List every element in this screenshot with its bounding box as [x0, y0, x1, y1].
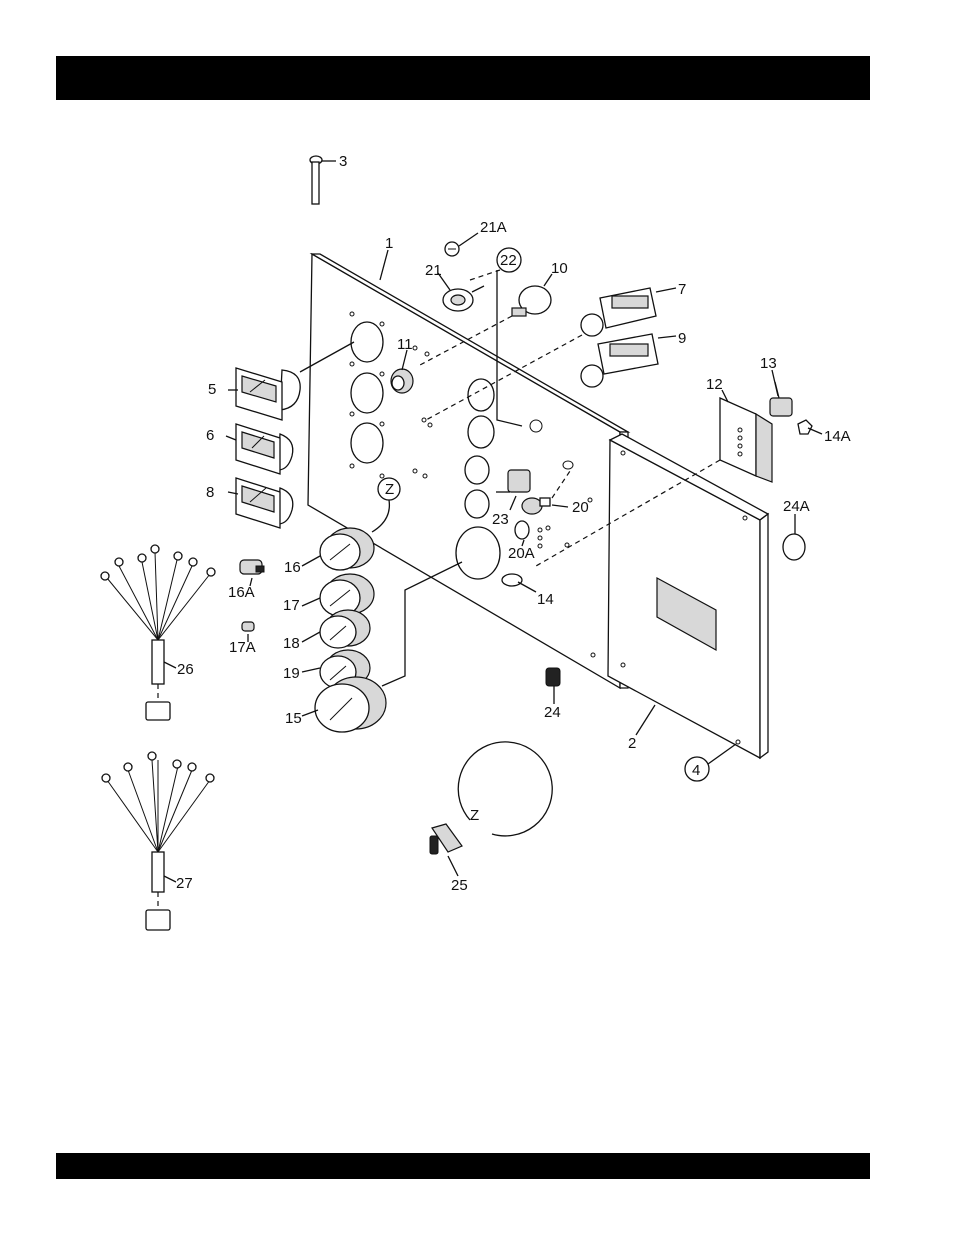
callout-14a: 14A — [824, 428, 851, 445]
callout-24: 24 — [544, 704, 561, 721]
sender-17a — [242, 622, 254, 631]
callout-21a: 21A — [480, 219, 507, 236]
callout-6: 6 — [206, 427, 214, 444]
callout-19: 19 — [283, 665, 300, 682]
callout-5: 5 — [208, 381, 216, 398]
callout-2: 2 — [628, 735, 636, 752]
callout-21: 21 — [425, 262, 442, 279]
nut-14a — [798, 420, 822, 434]
callout-7: 7 — [678, 281, 686, 298]
spring-24 — [546, 668, 560, 686]
callout-16: 16 — [284, 559, 301, 576]
gauge-18 — [320, 610, 370, 648]
callout-4: 4 — [692, 762, 700, 779]
callout-13: 13 — [760, 355, 777, 372]
callout-15: 15 — [285, 710, 302, 727]
o-ring-24a — [783, 534, 805, 560]
wire-harness-26 — [101, 545, 215, 720]
sender-16a — [240, 560, 264, 574]
callout-22: 22 — [500, 252, 517, 269]
wire-harness-27 — [102, 752, 214, 930]
callout-z-detail: Z — [470, 807, 479, 824]
detail-z — [430, 742, 552, 876]
callout-12: 12 — [706, 376, 723, 393]
footer-bar — [56, 1153, 870, 1179]
callout-24a: 24A — [783, 498, 810, 515]
gauge-16 — [320, 528, 374, 570]
callout-z: Z — [385, 481, 394, 498]
toggle-switch-13 — [770, 382, 792, 416]
callout-10: 10 — [551, 260, 568, 277]
callout-1: 1 — [385, 235, 393, 252]
callout-27: 27 — [176, 875, 193, 892]
callout-17: 17 — [283, 597, 300, 614]
callout-14: 14 — [537, 591, 554, 608]
meter-8 — [236, 478, 293, 528]
callout-3: 3 — [339, 153, 347, 170]
callout-20a: 20A — [508, 545, 535, 562]
callout-20: 20 — [572, 499, 589, 516]
callout-23: 23 — [492, 511, 509, 528]
callout-18: 18 — [283, 635, 300, 652]
callout-11: 11 — [397, 336, 413, 353]
callout-16a: 16A — [228, 584, 255, 601]
callout-26: 26 — [177, 661, 194, 678]
callout-25: 25 — [451, 877, 468, 894]
bolt-part — [310, 156, 336, 204]
callout-8: 8 — [206, 484, 214, 501]
callout-17a: 17A — [229, 639, 256, 656]
breaker-9 — [581, 334, 676, 387]
meter-6 — [236, 424, 293, 474]
callout-9: 9 — [678, 330, 686, 347]
rear-panel — [608, 434, 768, 758]
knob-11 — [391, 369, 413, 393]
